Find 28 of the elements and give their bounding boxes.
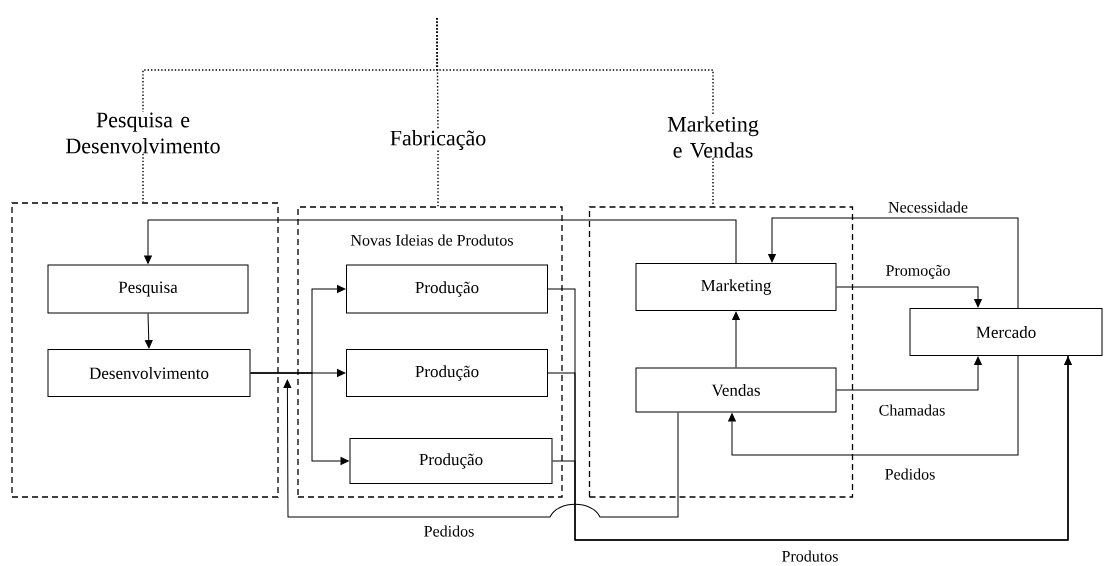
process-box: Desenvolvimento [47, 349, 251, 397]
edge-label: Produtos [780, 549, 840, 563]
arrow [836, 286, 982, 308]
arrow [732, 311, 740, 368]
dotted-line [436, 17, 714, 117]
arrow [144, 313, 153, 349]
arrow [250, 372, 349, 465]
edge-label: Necessidade [887, 200, 969, 214]
process-box: Pesquisa [47, 264, 249, 314]
arrow [768, 217, 1019, 309]
process-box: Produção [349, 438, 553, 484]
edge-label: Pedidos [422, 524, 476, 538]
process-box: Vendas [635, 367, 837, 413]
arrow [144, 219, 737, 264]
process-box: Produção [346, 349, 548, 397]
process-box: Produção [346, 264, 548, 314]
edge-label: Pedidos [883, 467, 937, 481]
arrow [728, 355, 1019, 456]
arrow [283, 379, 679, 518]
edge-label: Promoção [884, 263, 952, 281]
process-box: Mercado [909, 308, 1103, 356]
edge-label: Novas Ideias de Produtos [349, 233, 515, 247]
edge-label: Chamadas [877, 403, 947, 417]
node-label: Marketing e Vendas [667, 116, 759, 158]
node-label: Pesquisa e Desenvolvimento [66, 112, 220, 154]
arrow [836, 356, 982, 391]
node-label: Fabricação [390, 130, 486, 150]
process-box: Marketing [635, 263, 837, 311]
